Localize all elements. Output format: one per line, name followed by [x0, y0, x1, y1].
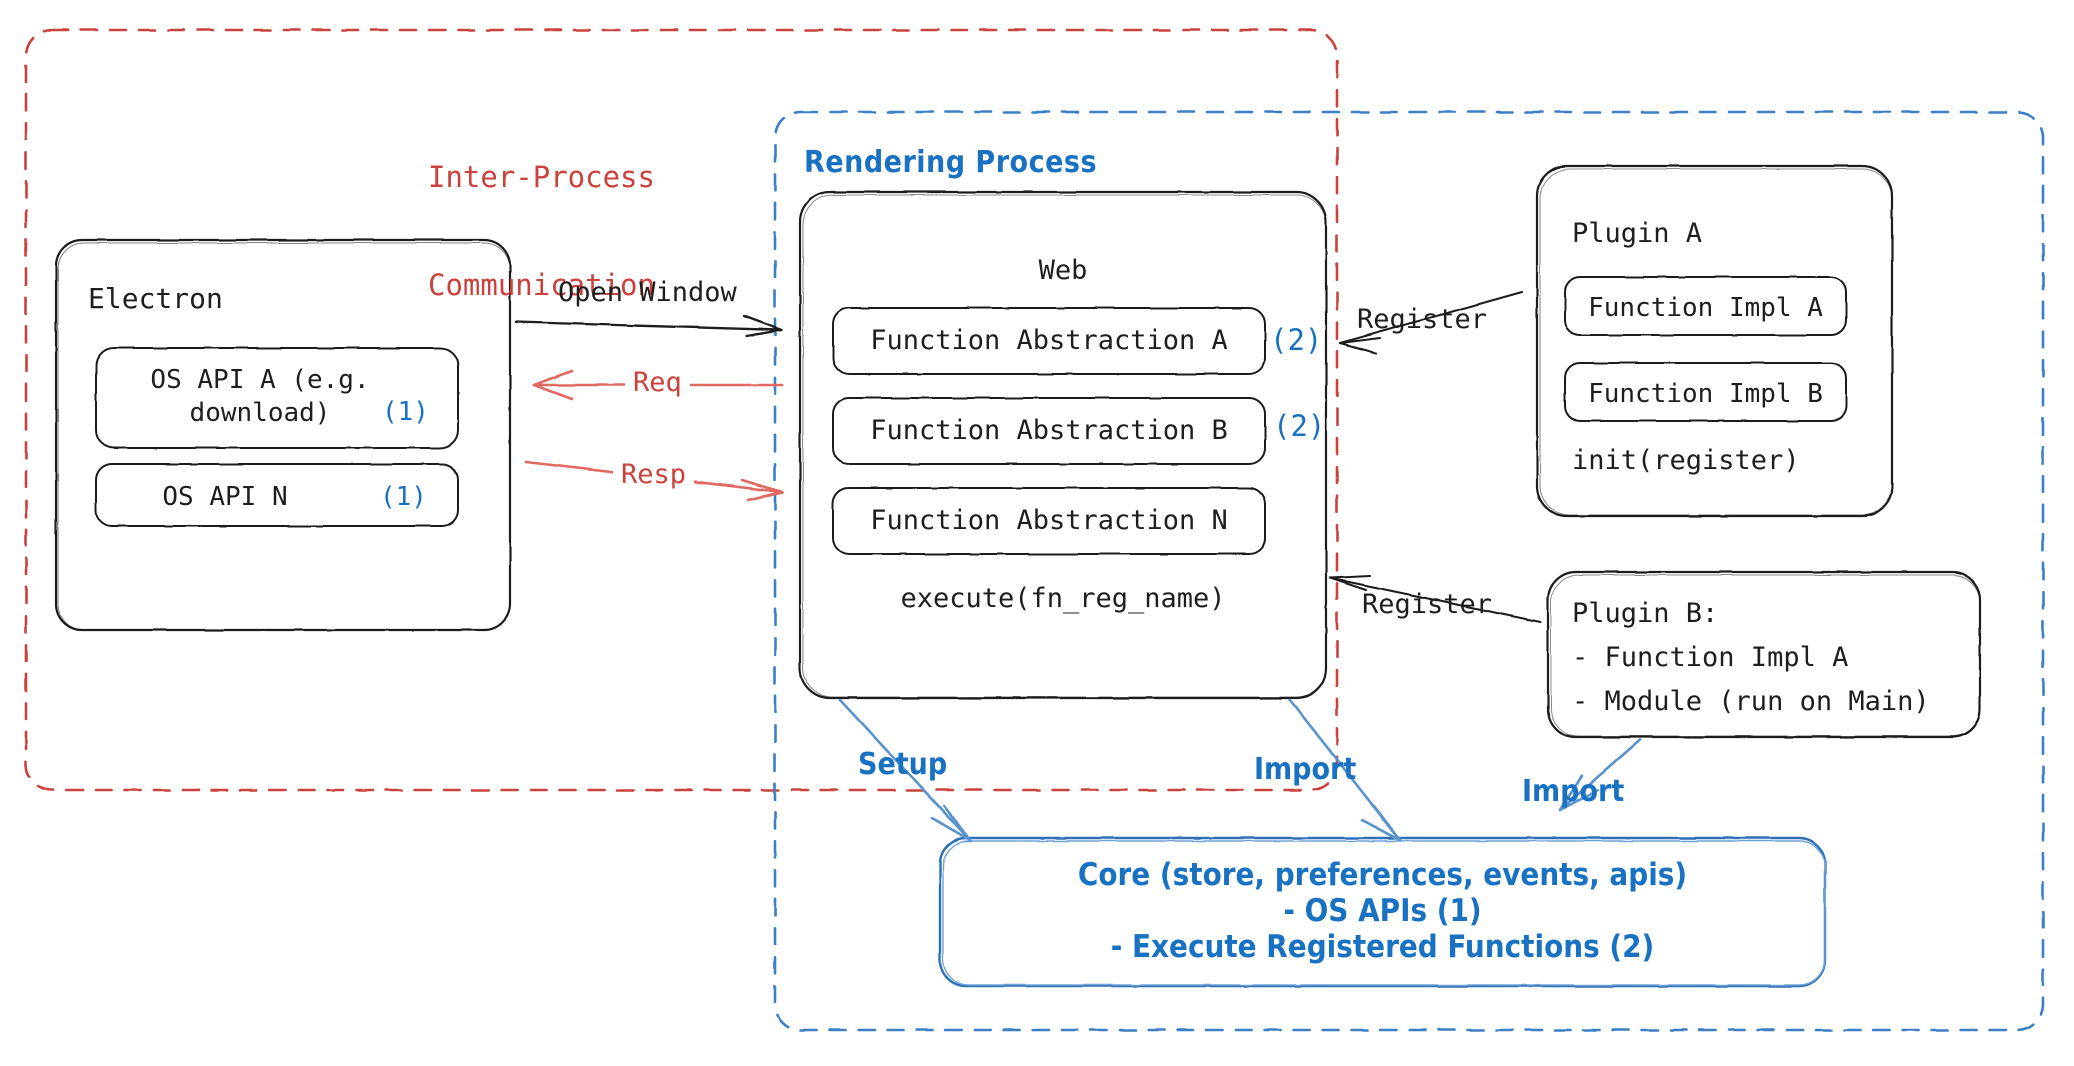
core-box-line-2: - OS APIs (1): [1283, 893, 1482, 929]
function-abstraction-b-badge: (2): [1273, 409, 1326, 443]
rendering-process-region-outline: [773, 110, 2045, 1032]
plugin-a-title: Plugin A: [1572, 218, 1703, 249]
arrow-setup: [838, 698, 972, 842]
electron-box-title: Electron: [88, 282, 223, 315]
web-box-footer: execute(fn_reg_name): [900, 583, 1226, 614]
arrow-import-plugin-b: [1558, 738, 1642, 812]
os-api-n-box-outline: [95, 463, 459, 527]
function-impl-a-label: Function Impl A: [1588, 293, 1823, 323]
plugin-b-title: Plugin B:: [1572, 598, 1719, 629]
function-abstraction-b-box-outline: [832, 397, 1266, 465]
web-box-title: Web: [1038, 255, 1088, 286]
function-abstraction-a-label: Function Abstraction A: [870, 325, 1228, 356]
arrow-open-window-label: Open Window: [558, 277, 737, 308]
function-abstraction-b-label: Function Abstraction B: [870, 415, 1228, 446]
arrow-register-plugin-b: [1328, 574, 1542, 624]
ipc-region-outline: [24, 28, 1339, 792]
plugin-b-box-outline: [1546, 570, 1982, 739]
core-box-line-1: Core (store, preferences, events, apis): [1077, 857, 1688, 893]
function-impl-a-box-outline: [1564, 276, 1847, 336]
function-abstraction-a-badge: (2): [1270, 323, 1323, 357]
function-abstraction-n-box-outline: [832, 487, 1266, 555]
plugin-b-line-2: - Module (run on Main): [1572, 686, 1930, 717]
arrow-setup-label: Setup: [858, 747, 948, 782]
os-api-a-label: OS API A (e.g.download): [150, 365, 370, 428]
arrow-open-window: [514, 314, 784, 338]
plugin-a-footer: init(register): [1572, 445, 1800, 476]
core-box-line-3: - Execute Registered Functions (2): [1110, 929, 1655, 965]
function-impl-b-box-outline: [1564, 362, 1847, 422]
plugin-a-box-outline: [1535, 164, 1894, 518]
arrow-import-web: [1288, 698, 1402, 842]
arrow-register-plugin-b-label: Register: [1362, 589, 1493, 620]
os-api-n-badge: (1): [380, 482, 427, 512]
function-abstraction-n-label: Function Abstraction N: [870, 505, 1228, 536]
arrow-register-plugin-a: [1338, 290, 1524, 355]
plugin-b-line-1: - Function Impl A: [1572, 642, 1849, 673]
os-api-a-badge: (1): [382, 397, 429, 427]
os-api-n-label: OS API N: [162, 482, 288, 512]
os-api-a-box-outline: [95, 347, 459, 449]
function-abstraction-a-box-outline: [832, 307, 1266, 375]
rendering-process-region-label: Rendering Process: [804, 145, 1098, 180]
ipc-region-label: Inter-Process Communication: [428, 159, 655, 303]
arrow-import-web-label: Import: [1254, 752, 1357, 787]
arrow-req-label: Req: [625, 366, 690, 400]
core-box-outline: [938, 836, 1827, 988]
arrow-register-plugin-a-label: Register: [1357, 304, 1488, 335]
arrow-import-plugin-b-label: Import: [1522, 774, 1625, 809]
function-impl-b-label: Function Impl B: [1588, 379, 1823, 409]
arrow-resp-label: Resp: [613, 458, 695, 492]
